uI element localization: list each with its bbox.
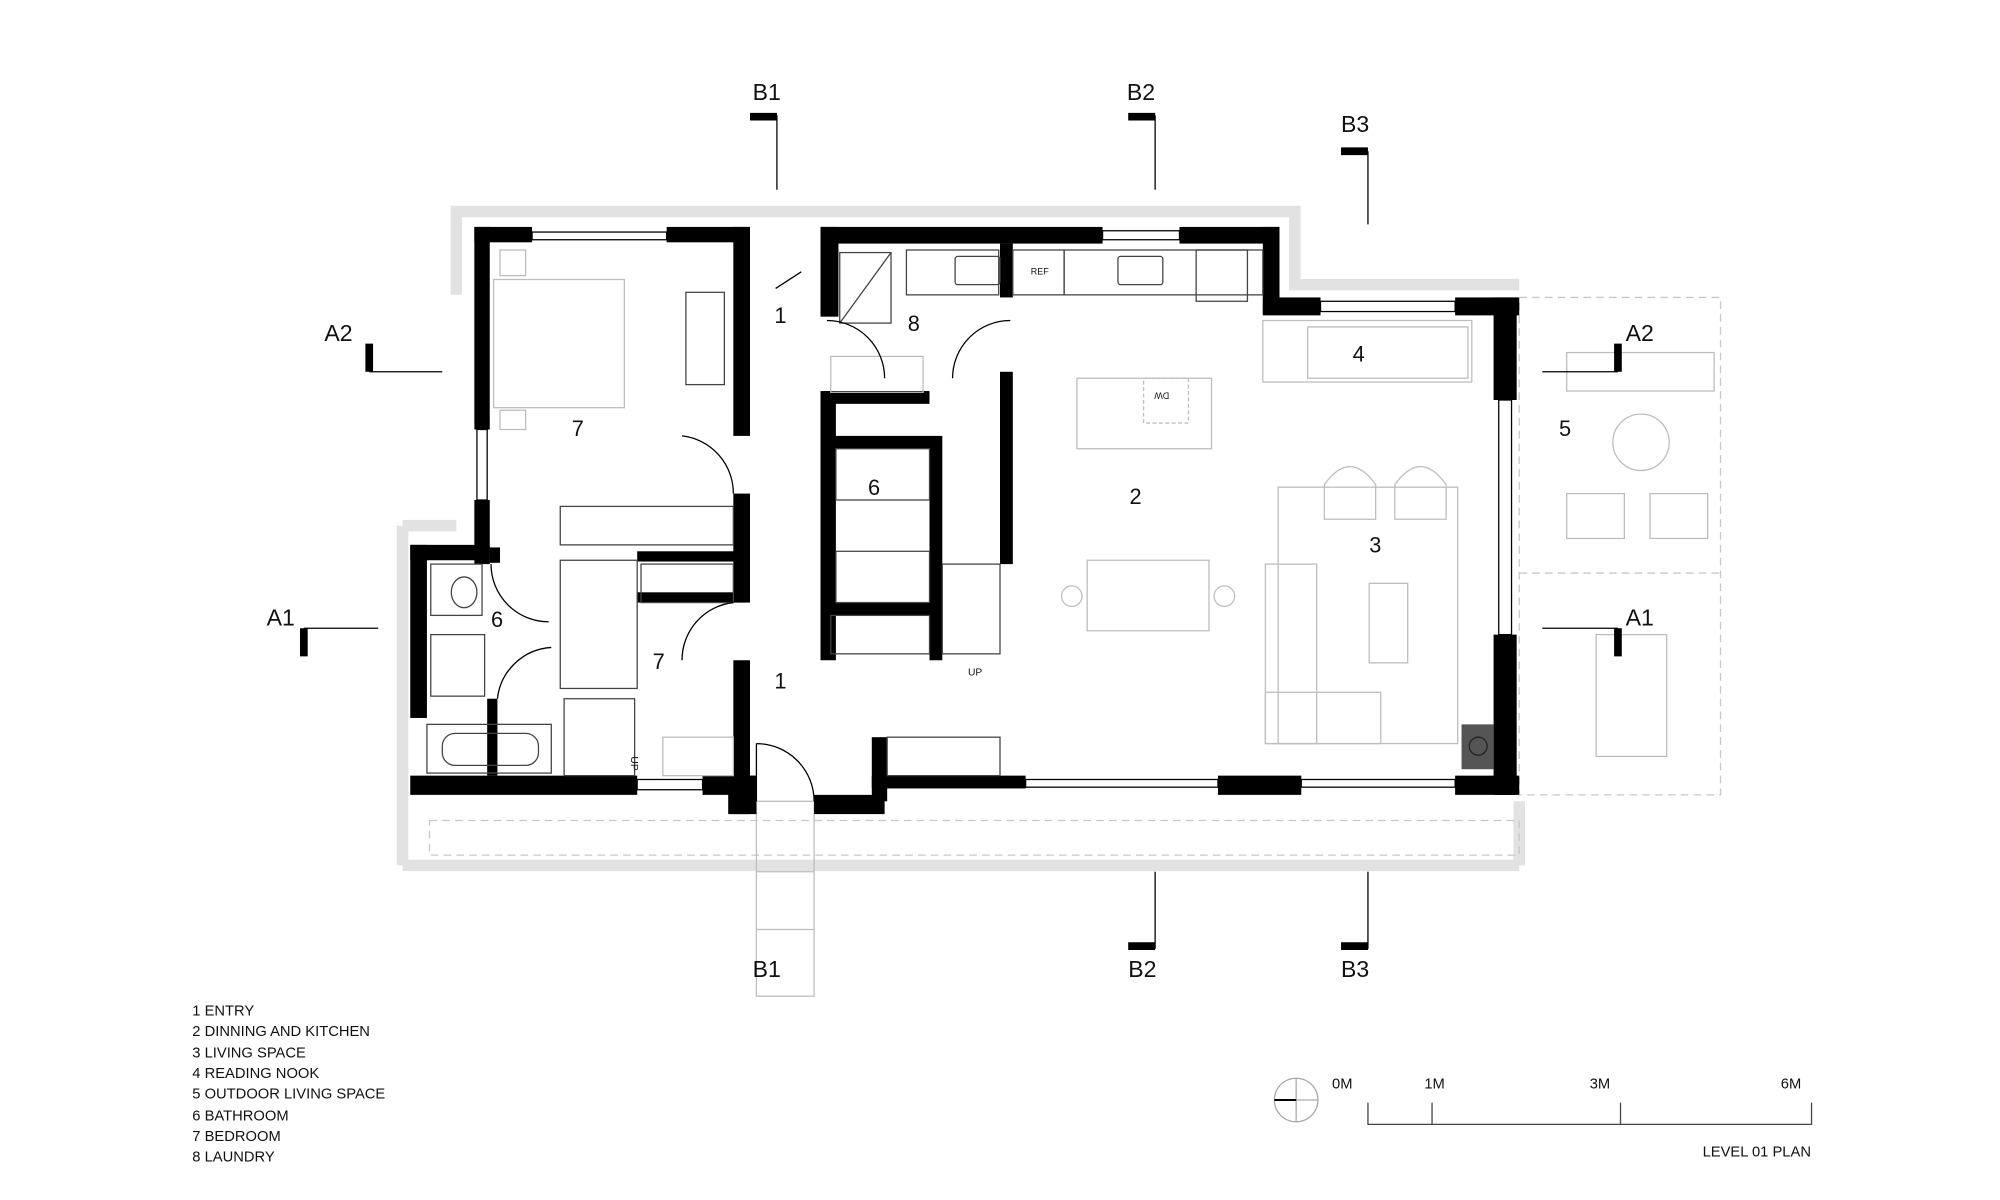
room-number-bath-center: 6 <box>868 475 880 500</box>
room-labels: 1 8 7 2 4 5 6 3 6 7 1 REF DW UP UP <box>491 266 1571 770</box>
section-marker-b3-bottom: B3 <box>1341 956 1369 982</box>
room-number-reading-nook: 4 <box>1353 342 1365 367</box>
room-number-entry-main: 1 <box>774 668 786 693</box>
drawing-title: LEVEL 01 PLAN <box>1703 1144 1811 1160</box>
section-marker-a1-left: A1 <box>267 605 295 631</box>
stair-up-label-small: UP <box>628 756 639 770</box>
room-number-laundry: 8 <box>908 311 920 336</box>
section-marker-a2-left: A2 <box>324 320 352 346</box>
legend-item: 6 BATHROOM <box>192 1109 288 1125</box>
section-marker-b3-top: B3 <box>1341 111 1369 137</box>
section-marker-b1-top: B1 <box>753 79 781 105</box>
section-marker-b2-top: B2 <box>1127 79 1155 105</box>
scale-label-6m: 6M <box>1781 1076 1801 1092</box>
fixture-label-refrigerator: REF <box>1031 266 1049 276</box>
room-number-entry-top: 1 <box>774 303 786 328</box>
room-number-kitchen: 2 <box>1129 484 1141 509</box>
walls <box>410 226 1520 815</box>
scale-label-0m: 0M <box>1332 1076 1352 1092</box>
section-marker-a1-right: A1 <box>1626 605 1654 631</box>
legend-item: 3 LIVING SPACE <box>192 1046 306 1062</box>
scale-bar: 0M 1M 3M 6M LEVEL 01 PLAN <box>1273 1076 1813 1160</box>
legend-item: 8 LAUNDRY <box>192 1150 275 1166</box>
legend-item: 5 OUTDOOR LIVING SPACE <box>192 1087 385 1103</box>
legend-item: 7 BEDROOM <box>192 1129 280 1145</box>
section-markers: B1 B2 B3 B1 B2 B3 A2 A1 A2 A1 <box>267 79 1654 982</box>
section-marker-b2-bottom: B2 <box>1128 956 1156 982</box>
legend-item: 1 ENTRY <box>192 1003 254 1019</box>
section-marker-b1-bottom: B1 <box>753 956 781 982</box>
room-number-outdoor: 5 <box>1559 416 1571 441</box>
room-number-bedroom-small: 7 <box>653 649 665 674</box>
room-number-bath-left: 6 <box>491 607 503 632</box>
section-marker-a2-right: A2 <box>1626 320 1654 346</box>
stair-up-label-main: UP <box>968 668 982 679</box>
site-ground <box>396 205 1722 997</box>
furniture <box>426 249 1715 802</box>
legend-item: 4 READING NOOK <box>192 1066 319 1082</box>
fixture-label-dishwasher: DW <box>1154 390 1169 400</box>
scale-label-3m: 3M <box>1590 1076 1610 1092</box>
scale-label-1m: 1M <box>1424 1076 1444 1092</box>
room-number-living: 3 <box>1369 533 1381 558</box>
north-arrow-icon <box>1273 1077 1319 1123</box>
room-number-bedroom-main: 7 <box>572 416 584 441</box>
legend-item: 2 DINNING AND KITCHEN <box>192 1024 370 1040</box>
legend: 1 ENTRY 2 DINNING AND KITCHEN 3 LIVING S… <box>192 1003 385 1165</box>
